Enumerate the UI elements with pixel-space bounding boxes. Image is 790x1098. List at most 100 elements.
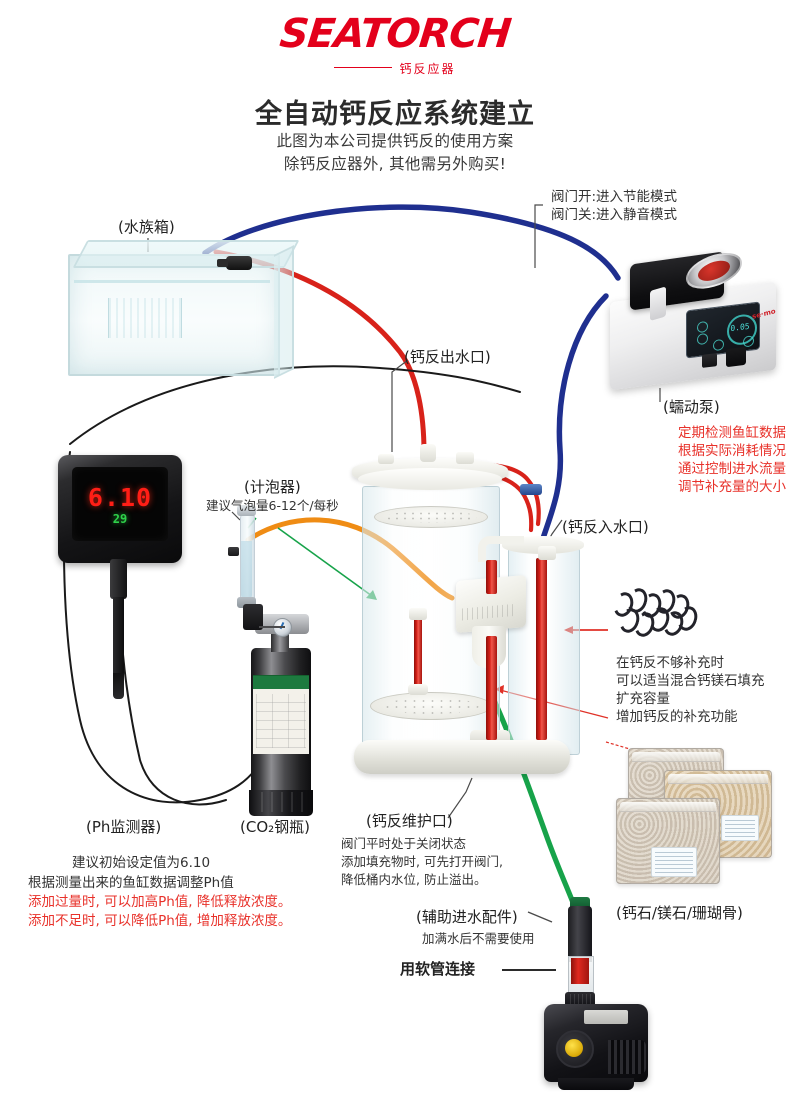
reactor-riser-tube-center (486, 636, 497, 740)
pump-note-3: 通过控制进水流量 (678, 461, 786, 477)
reactor-bottom-diffuser-plate (370, 692, 492, 720)
ph-monitor-device: 6.10 29 (58, 455, 186, 699)
maintenance-note-1: 阀门平时处于关闭状态 (341, 836, 467, 851)
media-note-line2: 可以适当混合钙镁石填充 (616, 673, 765, 689)
bubble-counter-top-cap (237, 505, 256, 516)
reactor-inlet-label: (钙反入水口) (562, 518, 649, 536)
bubble-counter-water (241, 541, 252, 599)
co2-bottle-label: (CO₂钢瓶) (240, 818, 310, 836)
reactor-level-top-fitting (409, 608, 427, 620)
maintenance-note-3: 降低桶内水位, 防止溢出。 (341, 872, 487, 887)
pump-button-ok-icon[interactable] (713, 338, 724, 352)
aux-inlet-note: 加满水后不需要使用 (422, 931, 535, 946)
coil-media-group (610, 585, 701, 640)
co2-outlet-tube (259, 626, 285, 628)
pump-intake-icon (556, 1030, 594, 1068)
valve-mode-note-line2: 阀门关:进入静音模式 (551, 207, 678, 223)
pump-power-socket (726, 346, 746, 368)
co2-cylinder-label (253, 675, 309, 754)
pump-base-feet (558, 1078, 634, 1090)
bubble-counter-label: (计泡器) (244, 478, 301, 496)
media-note-line1: 在钙反不够补充时 (616, 655, 724, 671)
reactor-outlet-label: (钙反出水口) (404, 348, 491, 366)
tank-outlet-fitting (217, 256, 252, 270)
inlet-valve[interactable] (520, 484, 542, 495)
reactor-lid-fitting-right (456, 452, 474, 464)
ph-probe-tip (113, 673, 124, 699)
pump-riser-green-tip (570, 897, 590, 908)
page-subtitle-line1: 此图为本公司提供钙反的使用方案 (276, 132, 514, 150)
ph-probe-shaft (113, 597, 124, 675)
maintenance-note-2: 添加填充物时, 可先打开阀门, (341, 854, 503, 869)
brand-logo-text: SEATORCH (277, 11, 513, 57)
pump-display: 0.05 (686, 301, 760, 359)
reactor-main-lid (352, 458, 508, 490)
reactor-riser-tube-upper (486, 560, 497, 594)
reactor-return-elbow (478, 536, 524, 562)
ph-monitor-label: (Ph监测器) (86, 818, 162, 836)
pump-note-4: 调节补充量的大小 (678, 479, 786, 495)
brand-subtitle-text: 钙反应器 (399, 62, 456, 76)
brand-dash-rule (334, 67, 393, 68)
brand-logo: SEATORCH (0, 11, 790, 57)
co2-cylinder-base (249, 790, 313, 816)
maintenance-port-label: (钙反维护口) (366, 812, 453, 830)
valve-mode-note-line1: 阀门开:进入节能模式 (551, 189, 678, 205)
tank-rim (72, 240, 300, 268)
ph-monitor-screen: 6.10 29 (72, 467, 168, 541)
aquarium-tank (68, 240, 300, 380)
pump-note-1: 定期检测鱼缸数据 (678, 425, 786, 441)
media-bags-group (612, 742, 780, 892)
tank-side-panel (274, 245, 294, 379)
aux-inlet-label: (辅助进水配件) (416, 908, 518, 926)
ph-note-line2: 根据测量出来的鱼缸数据调整Ph值 (28, 875, 234, 891)
ph-temperature-readout: 29 (112, 512, 128, 526)
pump-cooling-fins (608, 1040, 646, 1074)
pump-spec-label (584, 1010, 628, 1024)
reactor-lid-vent (420, 444, 436, 462)
reactor-top-diffuser-plate (374, 506, 488, 528)
ph-note-line3: 添加过量时, 可以加高Ph值, 降低释放浓度。 (28, 894, 292, 910)
soft-hose-label: 用软管连接 (400, 960, 476, 978)
pump-tube-clamp (650, 286, 666, 321)
bag-label-tag (721, 815, 759, 841)
co2-cylinder-device (243, 600, 321, 820)
reactor-level-bottom-fitting (408, 684, 428, 695)
ph-note-line1: 建议初始设定值为6.10 (72, 855, 211, 871)
brand-subtitle: 钙反应器 (0, 60, 790, 77)
pump-red-indicator (571, 958, 589, 984)
pump-button-down-icon[interactable] (697, 332, 708, 346)
tank-overflow-comb (108, 298, 182, 338)
bubble-counter-device (228, 505, 261, 613)
bubble-counter-bottom-cap (237, 597, 256, 608)
media-bag-magnesium (616, 798, 720, 884)
media-bags-label: (钙石/镁石/珊瑚骨) (616, 904, 743, 922)
pump-button-menu-icon[interactable] (743, 335, 754, 348)
media-note-line4: 增加钙反的补充功能 (616, 709, 738, 725)
reactor-riser-tube-right (536, 558, 547, 740)
bag-zip-seal (668, 774, 768, 784)
bag-zip-seal (620, 802, 716, 812)
pump-note-2: 根据实际消耗情况 (678, 443, 786, 459)
peristaltic-pump-label: (蠕动泵) (663, 398, 720, 416)
reactor-level-indicator-tube (414, 618, 422, 688)
aquarium-label: (水族箱) (118, 218, 175, 236)
ph-probe-connector (110, 559, 127, 599)
reactor-base-plate (354, 740, 570, 774)
page-subtitle-line2: 除钙反应器外, 其他需另外购买! (283, 155, 507, 173)
submersible-water-pump (540, 897, 652, 1096)
ph-note-line4: 添加不足时, 可以降低Ph值, 增加释放浓度。 (28, 913, 292, 929)
co2-solenoid-valve[interactable] (243, 604, 263, 630)
pump-button-up-icon[interactable] (697, 320, 708, 334)
bag-zip-seal (632, 752, 720, 762)
bubble-counter-note: 建议气泡量6-12个/每秒 (206, 498, 339, 513)
reactor-inlet-fitting (538, 546, 556, 560)
peristaltic-pump-device: 0.05 se∙mo (602, 246, 782, 391)
page-title: 全自动钙反应系统建立 (255, 99, 535, 130)
pump-power-switch[interactable] (702, 353, 717, 368)
bubble-counter-needle-valve[interactable] (228, 547, 239, 556)
calcium-reactor-device (352, 440, 584, 815)
media-note-line3: 扩充容量 (616, 691, 670, 707)
pump-riser-tube (568, 906, 592, 962)
